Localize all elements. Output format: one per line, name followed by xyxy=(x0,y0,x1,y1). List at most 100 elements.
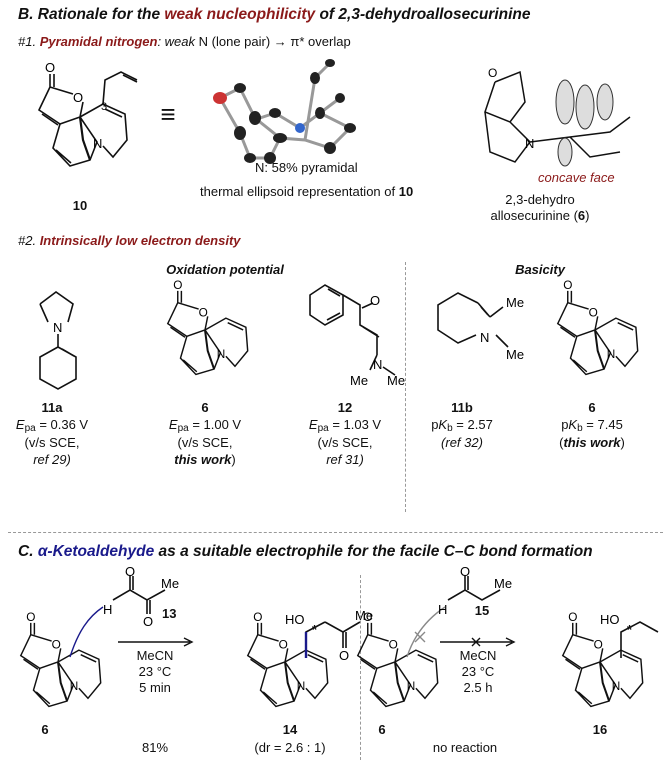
pkb-value: pKb = 7.45 xyxy=(561,417,623,434)
compound-label: 6 xyxy=(201,400,209,415)
compound-name: allosecurinine (6) xyxy=(490,208,589,223)
condition: 5 min xyxy=(139,680,171,695)
name-text: ) xyxy=(585,208,590,223)
orbital-structure-6: O N xyxy=(484,66,631,167)
svg-text:H: H xyxy=(438,602,447,617)
title-text: as a suitable electrophile for the facil… xyxy=(154,543,593,560)
point-num: #2. xyxy=(18,233,40,248)
compound-label: 11b xyxy=(451,400,473,415)
structure-6 xyxy=(556,277,639,376)
condition: 2.5 h xyxy=(463,680,493,695)
condition: MeCN xyxy=(459,648,497,663)
reaction-divider xyxy=(360,575,361,760)
caption-text: thermal ellipsoid representation of xyxy=(200,184,399,199)
point-1-heading: #1. Pyramidal nitrogen: weak N (lone pai… xyxy=(18,34,351,49)
point-title: Pyramidal nitrogen xyxy=(39,34,158,49)
condition: MeCN xyxy=(136,648,174,663)
compound-label: 16 xyxy=(592,722,608,737)
k: K xyxy=(438,417,448,432)
reaction-arrow xyxy=(118,637,194,647)
ellipsoid-caption: thermal ellipsoid representation of 10 xyxy=(200,184,413,199)
name-text: allosecurinine ( xyxy=(490,208,578,223)
title-highlight: α-Ketoaldehyde xyxy=(37,543,155,560)
reagent-label: 13 xyxy=(162,606,177,621)
svg-text:N: N xyxy=(480,330,489,345)
structure-6 xyxy=(356,606,446,708)
compound-label: 6 xyxy=(588,400,596,415)
svg-text:Me: Me xyxy=(494,576,512,591)
title-highlight: weak nucleophilicity xyxy=(164,6,316,23)
ref-line: (v/s SCE, xyxy=(24,435,80,450)
column-divider xyxy=(405,262,406,512)
ref: ref 31) xyxy=(326,452,364,467)
point-text: : xyxy=(157,34,165,49)
svg-text:HO: HO xyxy=(285,612,305,627)
svg-text:O: O xyxy=(488,66,497,80)
structure-6 xyxy=(166,277,249,376)
value: = 7.45 xyxy=(586,417,623,432)
p: p xyxy=(431,417,439,432)
pkb-value: pKb = 2.57 xyxy=(431,417,493,434)
compound-label: 14 xyxy=(282,722,298,737)
e-sub: pa xyxy=(177,423,189,434)
ref: ref 29) xyxy=(33,452,71,467)
ref-line: (v/s SCE, xyxy=(317,435,373,450)
point-text: N (lone pair) → π* overlap xyxy=(195,34,351,49)
stereocenter-mark: * xyxy=(312,622,318,637)
compound-label: 12 xyxy=(337,400,353,415)
title-text: of 2,3-dehydroallosecurinine xyxy=(315,6,531,23)
ref-text: ref 32 xyxy=(445,435,479,450)
reaction-result: no reaction xyxy=(432,740,498,755)
section-divider xyxy=(8,532,663,533)
svg-text:Me: Me xyxy=(506,295,524,310)
value: = 0.36 V xyxy=(39,417,89,432)
ref: (ref 32) xyxy=(441,435,483,450)
epa-value: Epa = 1.00 V xyxy=(168,417,242,434)
k-sub: b xyxy=(577,423,583,434)
basicity-header: Basicity xyxy=(515,262,565,277)
equivalence-symbol: ≡ xyxy=(160,99,176,129)
ref-text: ref 29 xyxy=(33,452,67,467)
yield: 81% xyxy=(141,740,169,755)
value: = 1.00 V xyxy=(192,417,242,432)
value: = 2.57 xyxy=(456,417,493,432)
structure-6 xyxy=(19,606,104,708)
epa-value: Epa = 1.03 V xyxy=(309,417,382,434)
e-sub: pa xyxy=(24,423,36,434)
structure-14: HOOMe xyxy=(246,608,373,708)
value: = 1.03 V xyxy=(332,417,382,432)
epa-value: Epa = 0.36 V xyxy=(16,417,89,434)
section-b-title: B. Rationale for the weak nucleophilicit… xyxy=(18,6,530,24)
svg-text:H: H xyxy=(103,602,112,617)
section-c-title: C. α-Ketoaldehyde as a suitable electrop… xyxy=(18,543,593,561)
locant-3: 3 xyxy=(101,101,108,113)
svg-text:Me: Me xyxy=(387,373,405,388)
concave-face-label: concave face xyxy=(538,170,615,185)
condition: 23 °C xyxy=(138,664,172,679)
structure-11a: N xyxy=(39,291,77,390)
ref: (this work) xyxy=(559,435,625,450)
ref-text: ref 31 xyxy=(326,452,360,467)
point-title: Intrinsically low electron density xyxy=(39,233,241,248)
svg-text:O: O xyxy=(339,648,349,663)
structure-10 xyxy=(37,58,138,168)
point-num: #1. xyxy=(18,34,40,49)
reaction-arrow-crossed xyxy=(440,637,516,647)
e-sub: pa xyxy=(317,423,329,434)
e-symbol: E xyxy=(168,417,178,432)
ref-line: (v/s SCE, xyxy=(177,435,233,450)
svg-text:O: O xyxy=(370,293,380,308)
stereocenter-mark: * xyxy=(627,622,633,637)
pyramidal-value: N: 58% pyramidal xyxy=(255,160,358,175)
k: K xyxy=(568,417,578,432)
compound-label: 11a xyxy=(41,400,63,415)
structure-16: HO xyxy=(561,609,659,708)
svg-text:O: O xyxy=(143,614,153,629)
compound-label: 10 xyxy=(72,198,88,213)
k-sub: b xyxy=(447,423,453,434)
ref: this work) xyxy=(174,452,236,467)
ref-text: this work xyxy=(563,435,621,450)
